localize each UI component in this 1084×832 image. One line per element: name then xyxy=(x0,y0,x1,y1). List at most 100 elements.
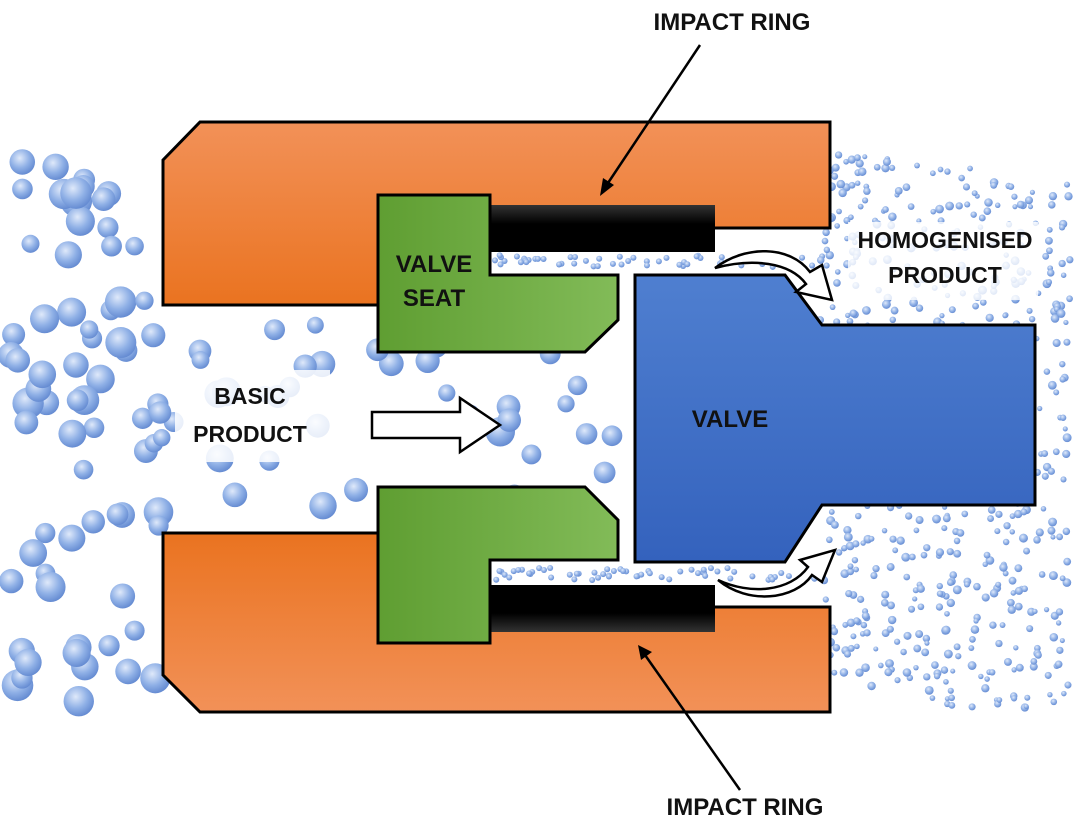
bubble xyxy=(646,570,653,577)
bubble xyxy=(920,551,928,559)
bubble xyxy=(929,170,936,177)
bubble xyxy=(567,254,574,261)
bubble xyxy=(536,565,543,572)
bubble xyxy=(989,621,997,629)
bubble xyxy=(1003,522,1011,530)
bubble xyxy=(106,503,129,526)
bubble xyxy=(526,570,533,577)
bubble xyxy=(604,566,611,573)
basic-product-label-line1: BASIC xyxy=(214,383,286,409)
bubble xyxy=(952,585,962,595)
bubble xyxy=(863,187,871,195)
bubble xyxy=(58,524,86,552)
bubble xyxy=(909,553,916,561)
bubble xyxy=(987,515,995,523)
bubble xyxy=(857,167,867,177)
bubble xyxy=(1047,269,1055,277)
bubble xyxy=(967,661,977,670)
bubble xyxy=(1044,671,1052,679)
bubble xyxy=(854,154,861,161)
bubble xyxy=(264,319,286,341)
bubble xyxy=(1010,695,1018,702)
bubble xyxy=(1063,338,1071,346)
bubble xyxy=(101,235,122,257)
bubble xyxy=(867,681,876,691)
bubble xyxy=(988,669,996,676)
bubble xyxy=(941,625,951,635)
bubble xyxy=(829,304,836,311)
bubble xyxy=(1047,526,1056,535)
bubble xyxy=(663,254,670,261)
bubble xyxy=(594,263,601,270)
bubble xyxy=(878,662,884,669)
bubble xyxy=(971,190,978,197)
bubble xyxy=(860,621,868,629)
bubble xyxy=(887,615,897,625)
bubble xyxy=(731,568,738,575)
bubble xyxy=(1014,509,1023,519)
bubble xyxy=(868,535,875,542)
bubble xyxy=(21,234,40,253)
bubble xyxy=(1034,651,1042,659)
bubble xyxy=(1002,570,1009,577)
bubble xyxy=(1062,426,1068,432)
bubble xyxy=(30,304,60,334)
bubble xyxy=(575,423,598,445)
bubble xyxy=(930,208,937,215)
bubble xyxy=(913,664,919,671)
bubble xyxy=(901,552,911,562)
homogenised-product-label-line2: PRODUCT xyxy=(888,262,1002,288)
homogenised-product-box xyxy=(848,222,1038,300)
bubble xyxy=(523,259,530,266)
bubble xyxy=(1059,376,1066,383)
bubble xyxy=(835,549,843,556)
bubble xyxy=(91,187,116,212)
bubble xyxy=(985,313,994,322)
bubble xyxy=(955,202,963,210)
bubble xyxy=(823,262,830,269)
bubble xyxy=(1041,450,1049,457)
bubble xyxy=(497,408,521,432)
bubble xyxy=(496,252,503,259)
bubble xyxy=(1023,547,1031,555)
bubble xyxy=(826,536,833,544)
bubble xyxy=(854,643,860,650)
bubble xyxy=(501,571,508,578)
bubble xyxy=(1042,252,1050,260)
bubble xyxy=(1035,528,1044,537)
bubble xyxy=(1026,625,1034,633)
bubble xyxy=(950,668,956,674)
bubble xyxy=(573,570,580,577)
bubble xyxy=(953,537,961,545)
bubble xyxy=(870,571,878,580)
bubble xyxy=(1002,538,1010,546)
bubble xyxy=(915,630,924,639)
bubble xyxy=(42,153,69,181)
bubble xyxy=(1062,527,1071,536)
bubble xyxy=(955,653,962,660)
bubble xyxy=(843,650,852,658)
bubble xyxy=(700,566,707,573)
bubble xyxy=(972,302,979,310)
bubble xyxy=(1043,606,1050,613)
bubble xyxy=(941,525,948,532)
bubble xyxy=(1064,192,1073,201)
bubble xyxy=(547,565,554,572)
bubble xyxy=(923,673,931,681)
bubble xyxy=(415,348,440,374)
bubble xyxy=(643,262,650,269)
bubble xyxy=(1052,448,1060,456)
bubble xyxy=(889,164,896,171)
bubble xyxy=(982,561,988,568)
bubble xyxy=(855,512,862,520)
bubble xyxy=(222,482,248,508)
bubble xyxy=(714,568,721,575)
bubble xyxy=(65,206,95,236)
bubble xyxy=(60,177,92,209)
bubble xyxy=(995,510,1003,518)
bubble xyxy=(970,625,980,634)
impact-ring-bottom-label: IMPACT RING xyxy=(667,794,824,821)
bubble xyxy=(1048,191,1058,201)
bubble xyxy=(506,574,513,581)
bubble xyxy=(571,576,578,583)
